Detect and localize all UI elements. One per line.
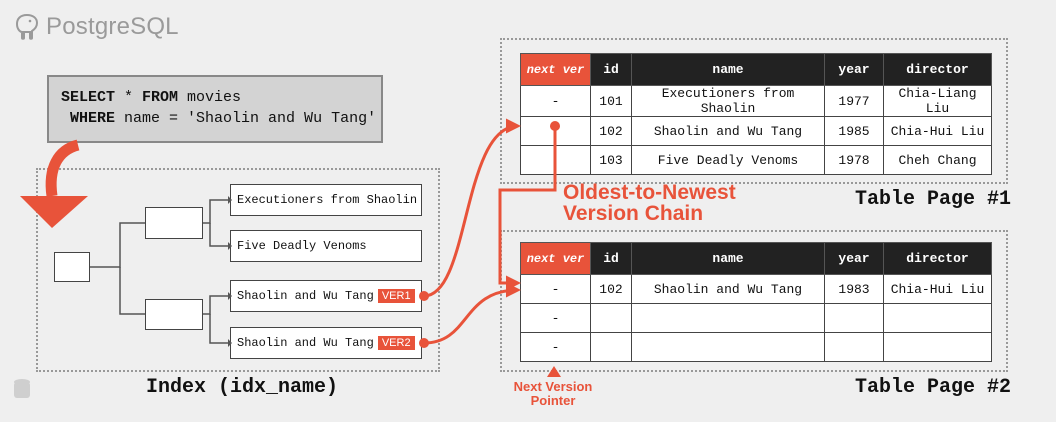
- table-row: 103 Five Deadly Venoms 1978 Cheh Chang: [520, 145, 992, 175]
- cell-year: [824, 303, 884, 333]
- cell-id: 103: [590, 145, 632, 175]
- column-header: name: [631, 242, 825, 275]
- version-badge: VER2: [377, 336, 415, 350]
- cell-director: [883, 303, 992, 333]
- table-header-row: next ver id name year director: [520, 242, 992, 275]
- index-root-node: [54, 252, 90, 282]
- column-header: director: [883, 242, 992, 275]
- elephant-icon: [15, 13, 39, 40]
- cell-name: Five Deadly Venoms: [631, 145, 825, 175]
- cell-year: 1977: [824, 85, 884, 117]
- postgresql-logo: PostgreSQL: [14, 12, 179, 42]
- cell-year: 1983: [824, 274, 884, 304]
- cell-id: [590, 303, 632, 333]
- cell-next-ver: [520, 145, 591, 175]
- cell-director: Cheh Chang: [883, 145, 992, 175]
- table-row: - 101 Executioners from Shaolin 1977 Chi…: [520, 85, 992, 117]
- cell-next-ver: -: [520, 332, 591, 362]
- index-caption: Index (idx_name): [146, 376, 339, 399]
- cell-next-ver: -: [520, 85, 591, 117]
- cell-id: 102: [590, 274, 632, 304]
- cell-next-ver: [520, 116, 591, 146]
- cell-year: 1978: [824, 145, 884, 175]
- table-row: -: [520, 332, 992, 362]
- cell-director: Chia-Hui Liu: [883, 274, 992, 304]
- table-row: - 102 Shaolin and Wu Tang 1983 Chia-Hui …: [520, 274, 992, 304]
- cell-id: 102: [590, 116, 632, 146]
- table-page-1: next ver id name year director - 101 Exe…: [520, 53, 992, 175]
- table-page-2: next ver id name year director - 102 Sha…: [520, 242, 992, 362]
- column-header: next ver: [520, 53, 591, 86]
- next-version-pointer-label: Next Version Pointer: [513, 379, 593, 408]
- cell-year: [824, 332, 884, 362]
- table-page-1-caption: Table Page #1: [855, 188, 1012, 211]
- cell-name: [631, 303, 825, 333]
- cell-id: [590, 332, 632, 362]
- column-header: year: [824, 53, 884, 86]
- index-inner-node-bottom: [145, 299, 203, 330]
- table-page-1-region: [500, 38, 1008, 184]
- cell-next-ver: -: [520, 303, 591, 333]
- column-header: year: [824, 242, 884, 275]
- cell-name: Executioners from Shaolin: [631, 85, 825, 117]
- cell-next-ver: -: [520, 274, 591, 304]
- table-row: -: [520, 303, 992, 333]
- cell-year: 1985: [824, 116, 884, 146]
- index-leaf: Five Deadly Venoms: [230, 230, 422, 262]
- cell-director: Chia-Hui Liu: [883, 116, 992, 146]
- column-header: director: [883, 53, 992, 86]
- database-icon: [14, 379, 30, 398]
- version-chain-label: Oldest-to-Newest Version Chain: [563, 181, 736, 225]
- table-header-row: next ver id name year director: [520, 53, 992, 86]
- table-page-2-caption: Table Page #2: [855, 376, 1012, 399]
- column-header: id: [590, 53, 632, 86]
- index-leaf: Executioners from Shaolin: [230, 184, 422, 216]
- column-header: id: [590, 242, 632, 275]
- sql-query-box: SELECT * FROM movies WHERE name = 'Shaol…: [47, 75, 383, 143]
- logo-text: PostgreSQL: [46, 13, 179, 40]
- column-header: next ver: [520, 242, 591, 275]
- version-badge: VER1: [377, 289, 415, 303]
- table-row: 102 Shaolin and Wu Tang 1985 Chia-Hui Li…: [520, 116, 992, 146]
- cell-name: [631, 332, 825, 362]
- cell-id: 101: [590, 85, 632, 117]
- cell-name: Shaolin and Wu Tang: [631, 116, 825, 146]
- index-inner-node-top: [145, 207, 203, 239]
- column-header: name: [631, 53, 825, 86]
- cell-director: Chia-Liang Liu: [883, 85, 992, 117]
- cell-name: Shaolin and Wu Tang: [631, 274, 825, 304]
- cell-director: [883, 332, 992, 362]
